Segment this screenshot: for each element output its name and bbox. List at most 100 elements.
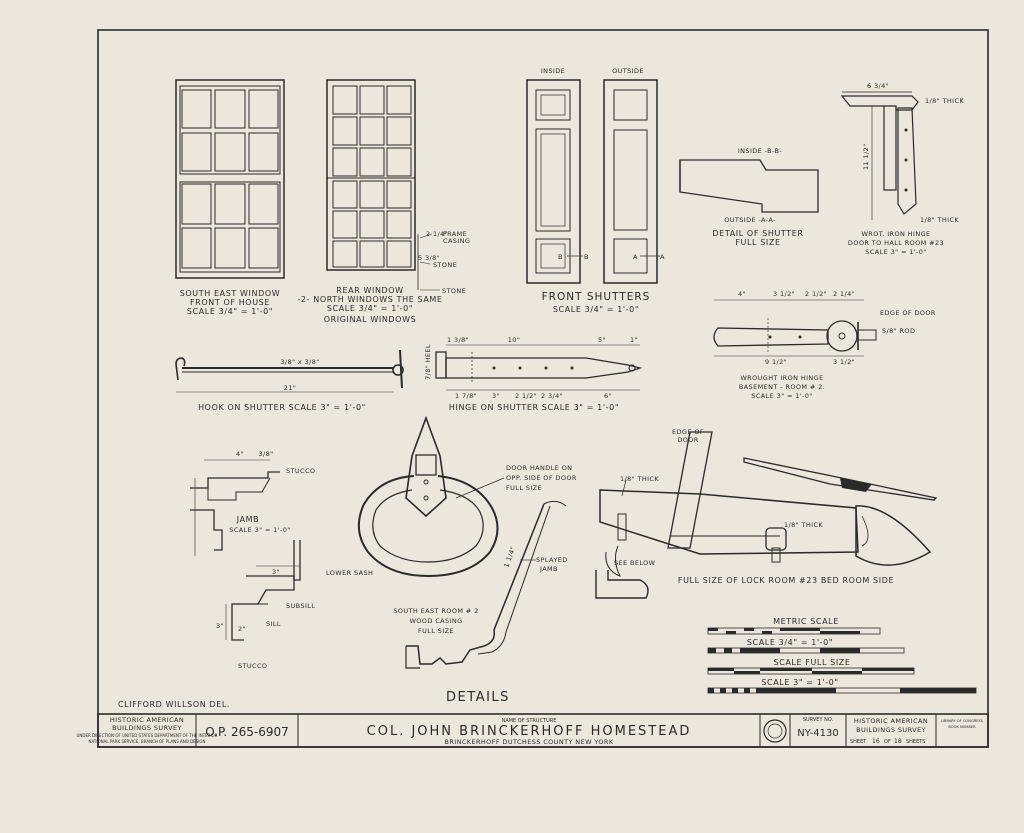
lock-thick-2: 1/8" THICK [784, 521, 823, 529]
hinge-hall-thick-top: 1/8" THICK [925, 97, 964, 105]
scale-3-4-label: SCALE 3/4" = 1'-0" [747, 638, 833, 647]
subsill-label: SUBSILL [286, 602, 315, 610]
door-handle-caption-2: OPP. SIDE OF DOOR [506, 474, 577, 482]
survey-line-2: BUILDINGS SURVEY [112, 724, 182, 732]
lock-edge-label-1: EDGE OF [672, 428, 704, 436]
structure-location: BRINCKERHOFF DUTCHESS COUNTY NEW YORK [445, 738, 614, 746]
lock-edge-label-2: DOOR [677, 436, 698, 444]
svg-text:OF: OF [884, 739, 891, 745]
svg-text:SHEETS: SHEETS [906, 739, 925, 745]
svg-text:SHEET: SHEET [850, 739, 867, 745]
hinge-shutter-dim-b1: 1 7/8" [455, 392, 477, 400]
casing-caption-1: SOUTH EAST ROOM # 2 [393, 607, 478, 615]
shutter-inside-label: INSIDE [541, 67, 565, 75]
hinge-shutter-dim-b5: 6" [604, 392, 612, 400]
jamb-detail [190, 459, 280, 556]
hinge-shutter-dim-t4: 1" [630, 336, 638, 344]
rear-window-caption-3: SCALE 3/4" = 1'-0" [327, 304, 413, 313]
jamb-stucco: STUCCO [286, 467, 315, 475]
hinge-basement-dim-b1: 9 1/2" [765, 358, 787, 366]
jamb-title: JAMB [236, 515, 259, 524]
se-window-caption-2: FRONT OF HOUSE [190, 298, 270, 307]
hinge-basement-dim-t3: 2 1/2" [805, 290, 827, 298]
hinge-shutter-heel: 7/8" HEEL [424, 344, 432, 380]
shutter-detail-caption-1: DETAIL OF SHUTTER [712, 229, 803, 238]
lower-sash-label: LOWER SASH [326, 569, 373, 577]
survey-note-2: NATIONAL PARK SERVICE, BRANCH OF PLANS A… [88, 739, 205, 744]
hinge-shutter-dim-b2: 3" [492, 392, 500, 400]
south-east-window [175, 79, 285, 279]
metric-scale-bar [707, 627, 881, 635]
casing-caption-2: WOOD CASING [409, 617, 462, 625]
section-a-mark: A [633, 253, 638, 261]
habs-line-2: BUILDINGS SURVEY [856, 726, 926, 734]
scale-3-4-bar [707, 647, 905, 654]
casing-caption-3: FULL SIZE [418, 627, 454, 635]
hinge-basement-rod: 5/8" ROD [882, 327, 915, 335]
sill-dim-1: 3" [272, 568, 280, 576]
hinge-shutter-dim-t3: 5" [598, 336, 606, 344]
front-shutters-title: FRONT SHUTTERS [542, 291, 651, 303]
hinge-basement [713, 299, 877, 357]
stone-label: STONE [433, 261, 457, 269]
shutter-detail-caption-2: FULL SIZE [735, 238, 780, 247]
jamb-scale: SCALE 3" = 1'-0" [229, 526, 290, 534]
casing-jamb-label: JAMB [539, 565, 558, 573]
hinge-basement-caption-3: SCALE 3" = 1'-0" [751, 392, 812, 400]
scale-3-bar [707, 687, 977, 694]
sill-dim-2: 2" [238, 625, 246, 633]
full-size-bar [707, 667, 915, 675]
hinge-basement-caption-1: WROUGHT IRON HINGE [740, 374, 823, 382]
wood-casing [405, 500, 567, 669]
shutter-inside [526, 79, 583, 284]
shutter-outside [603, 79, 660, 284]
door-handle-caption-1: DOOR HANDLE ON [506, 464, 572, 472]
interior-seal-icon [763, 719, 787, 743]
hinge-on-shutter [435, 344, 643, 391]
hinge-basement-dim-b2: 3 1/2" [833, 358, 855, 366]
hook-on-shutter [175, 349, 404, 393]
hinge-basement-caption-2: BASEMENT - ROOM # 2. [739, 383, 825, 391]
hinge-door-hall [840, 91, 919, 220]
survey-no-label: SURVEY NO. [803, 717, 834, 723]
stone-dim: 5 3/8" [418, 254, 440, 262]
front-shutters-scale: SCALE 3/4" = 1'-0" [553, 305, 639, 314]
hinge-shutter-dim-b4: 2 3/4" [541, 392, 563, 400]
sill-detail [225, 540, 301, 641]
rear-window-caption-1: REAR WINDOW [336, 286, 403, 295]
rear-window-caption-2: -2- NORTH WINDOWS THE SAME [297, 295, 442, 304]
original-windows-label: ORIGINAL WINDOWS [324, 315, 417, 324]
survey-number: NY-4130 [797, 728, 838, 739]
se-window-caption-1: SOUTH EAST WINDOW [180, 289, 281, 298]
section-aa-label: OUTSIDE -A-A- [724, 216, 776, 224]
habs-line-1: HISTORIC AMERICAN [854, 717, 928, 725]
jamb-dim-1: 4" [236, 450, 244, 458]
hinge-shutter-caption: HINGE ON SHUTTER SCALE 3" = 1'-0" [449, 403, 619, 412]
hinge-basement-dim-t1: 4" [738, 290, 746, 298]
door-handle-caption-3: FULL SIZE [506, 484, 542, 492]
hook-dim-thick: 3/8" x 3/8" [280, 358, 319, 366]
frame-label: FRAME [443, 230, 467, 238]
splayed-label: SPLAYED [536, 556, 568, 564]
hinge-hall-caption-1: WROT. IRON HINGE [861, 230, 930, 238]
full-size-label: SCALE FULL SIZE [773, 658, 850, 667]
op-number: O.P. 265-6907 [205, 725, 289, 739]
rear-window [326, 79, 440, 291]
hinge-basement-edge-of-door: EDGE OF DOOR [880, 309, 936, 317]
stone-label-2: STONE [442, 287, 466, 295]
survey-line-1: HISTORIC AMERICAN [110, 716, 184, 724]
hinge-basement-dim-t4: 2 1/4" [833, 290, 855, 298]
hinge-hall-caption-3: SCALE 3" = 1'-0" [865, 248, 926, 256]
loc-line-1: LIBRARY OF CONGRESS [941, 719, 984, 723]
lock-thick-1: 1/8" THICK [620, 475, 659, 483]
metric-scale-label: METRIC SCALE [773, 617, 839, 626]
casing-label: CASING [443, 237, 470, 245]
loc-line-2: BOOK NUMBER [948, 725, 976, 729]
hinge-basement-dim-t2: 3 1/2" [773, 290, 795, 298]
hinge-shutter-dim-t1: 1 3/8" [447, 336, 469, 344]
section-a-mark-2: A [660, 253, 665, 261]
stucco-label-2: STUCCO [238, 662, 267, 670]
